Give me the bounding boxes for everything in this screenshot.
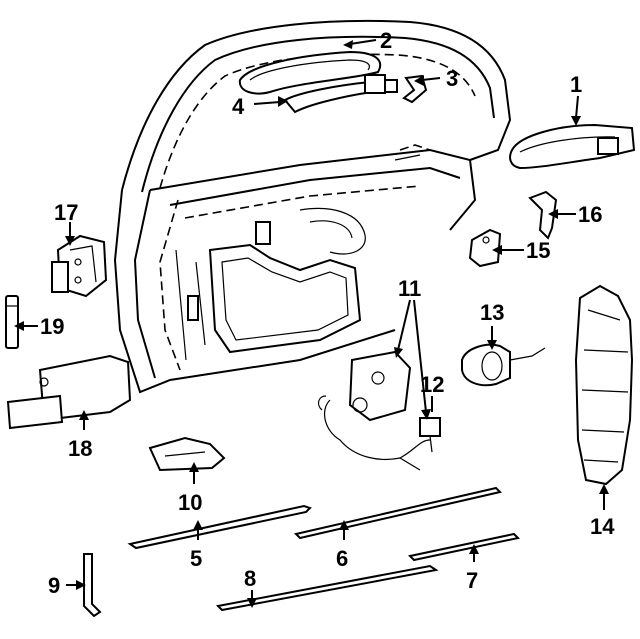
part-12-connector [419, 417, 441, 453]
callout-16: 16 [578, 202, 602, 227]
callout-2: 2 [380, 28, 392, 53]
callout-14: 14 [590, 514, 615, 539]
callout-8: 8 [244, 566, 256, 591]
callout-19: 19 [40, 314, 64, 339]
callout-6: 6 [336, 546, 348, 571]
callout-15: 15 [526, 238, 550, 263]
part-18-check-arm [6, 354, 132, 430]
part-13-actuator [461, 343, 546, 387]
part-16-bracket [528, 190, 558, 240]
part-19-pin [5, 295, 19, 349]
part-17-hinge [51, 234, 108, 298]
callout-12: 12 [420, 372, 444, 397]
callout-13: 13 [480, 300, 504, 325]
part-10-lock-base [148, 436, 226, 472]
callout-numbers: 1 2 3 4 5 6 7 8 9 10 11 12 13 14 15 16 1… [40, 28, 615, 598]
callout-11: 11 [398, 276, 421, 301]
callout-18: 18 [68, 436, 92, 461]
part-14-trim-panel [574, 284, 634, 486]
part-15-striker [468, 228, 502, 268]
door-shell [113, 19, 512, 394]
part-4-inside-handle [283, 74, 398, 114]
callout-4: 4 [232, 94, 245, 119]
callout-9: 9 [48, 573, 60, 598]
rods [83, 486, 521, 618]
leader-lines [14, 39, 609, 608]
callout-10: 10 [178, 490, 202, 515]
callout-1: 1 [570, 72, 582, 97]
callout-17: 17 [54, 200, 78, 225]
part-2-frame [238, 50, 382, 95]
callout-3: 3 [446, 66, 458, 91]
callout-5: 5 [190, 546, 202, 571]
callout-7: 7 [466, 568, 478, 593]
part-11-latch [317, 350, 431, 471]
part-1-outside-handle [509, 123, 636, 170]
